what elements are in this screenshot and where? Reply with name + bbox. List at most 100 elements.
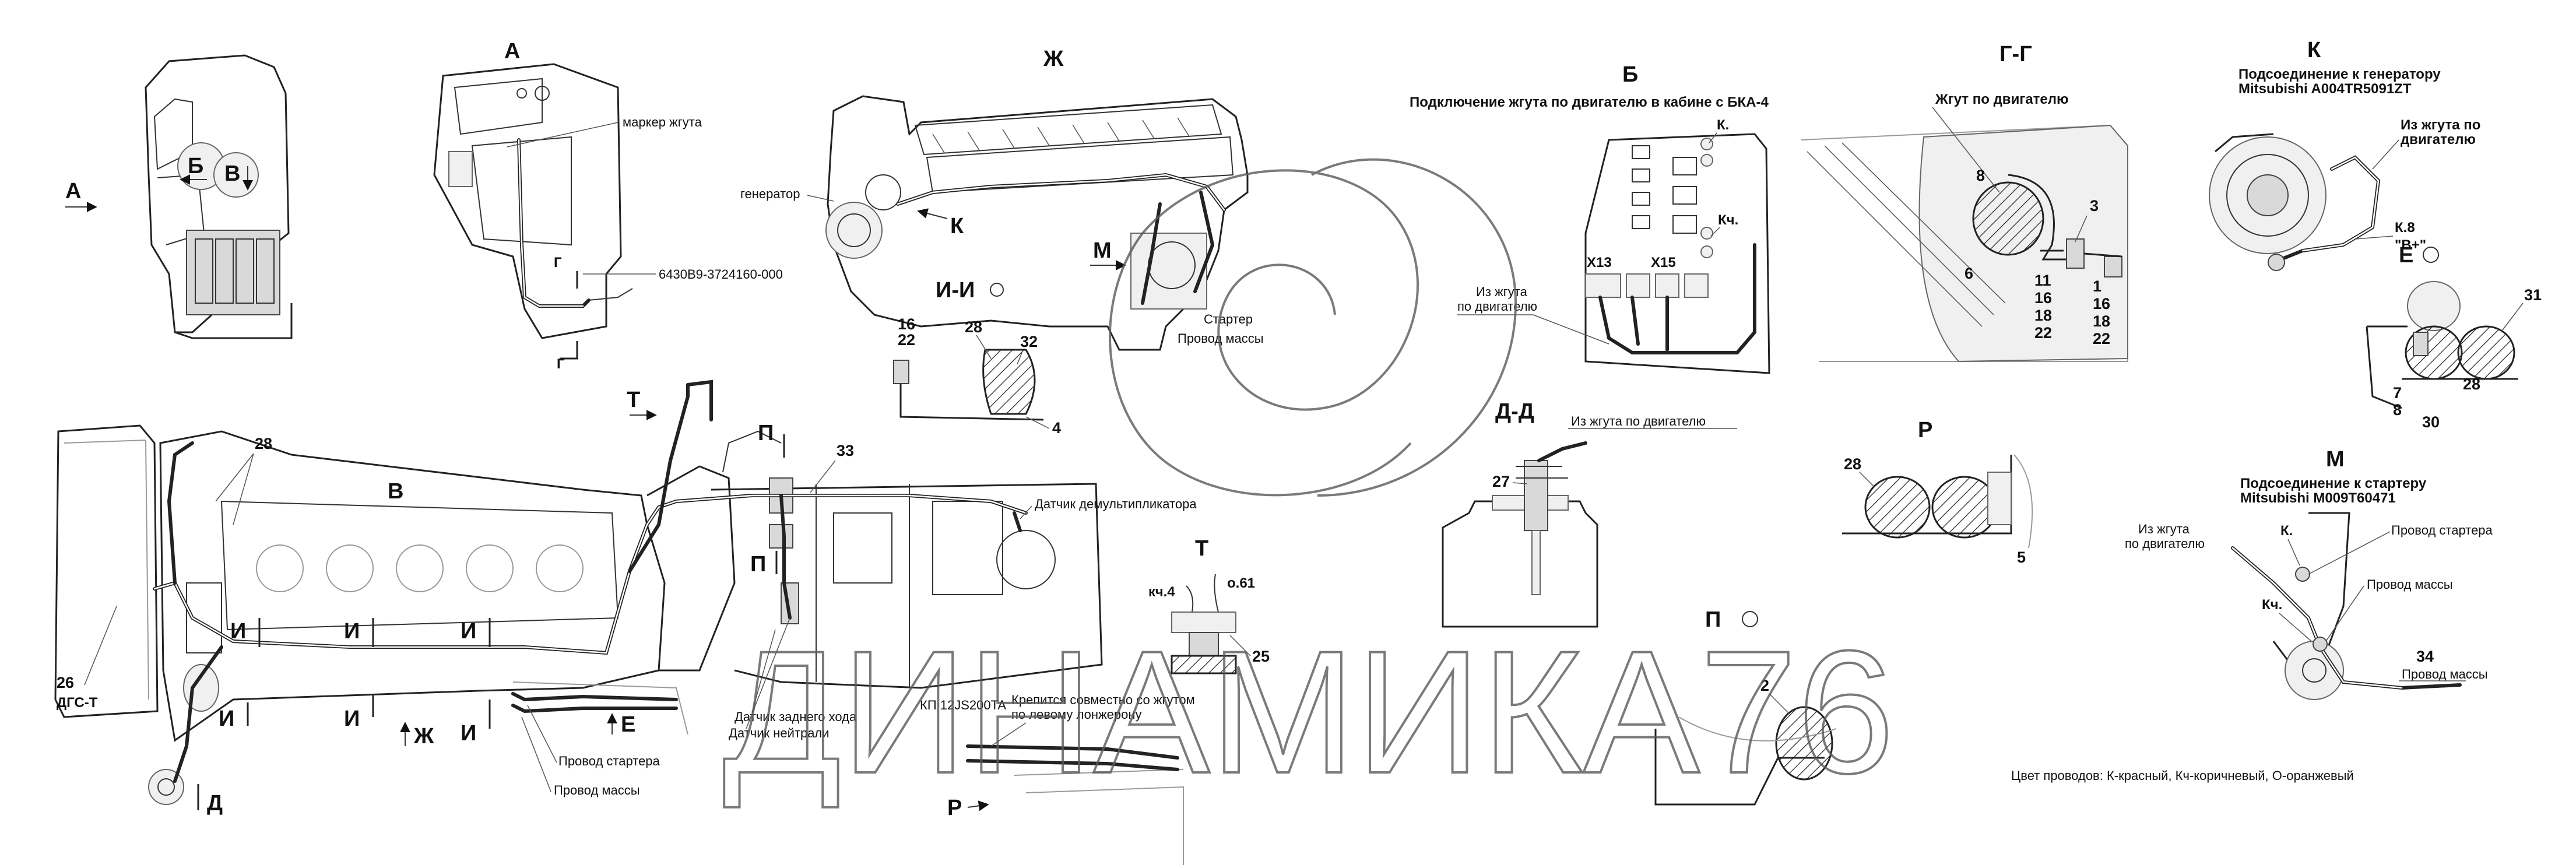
view-t-sensor: Т кч.4 о.61 25 <box>1148 536 1270 674</box>
gg-item-16a: 16 <box>2034 289 2052 307</box>
marker-i-1: И <box>230 619 246 644</box>
view-e-title: Е <box>2399 243 2413 268</box>
part-number-label: 6430B9-3724160-000 <box>659 267 783 282</box>
view-m-starter: М Подсоединение к стартеру Mitsubishi M0… <box>2125 447 2493 700</box>
section-gg: Г-Г Жгут по двигателю 8 6 3 11 16 18 22 … <box>1801 42 2128 363</box>
view-a: А маркер жгута 6430B9-3724160-000 Г Г <box>433 39 783 372</box>
section-g-marker-bottom: Г <box>557 356 565 372</box>
r-item-28: 28 <box>1844 455 1861 473</box>
m-item-34: 34 <box>2416 648 2434 665</box>
marker-m-letter: М <box>1093 238 1112 263</box>
gg-item-18a: 18 <box>2034 307 2052 324</box>
section-ii: И-И 16 22 28 32 4 <box>893 278 1061 437</box>
watermark: ДИНАМИКА76 <box>722 158 1896 811</box>
section-r-title: Р <box>1918 418 1932 442</box>
view-p: П 2 <box>1654 607 1837 806</box>
fixed-together-line1: Крепится совместно со жгутом <box>1011 693 1195 707</box>
m-k-wire-label: К. <box>2280 523 2293 539</box>
marker-i-2: И <box>344 619 360 644</box>
gg-item-22b: 22 <box>2093 330 2110 347</box>
marker-e-arrow-label: Е <box>621 712 635 737</box>
gg-item-3: 3 <box>2090 197 2099 215</box>
marker-p-top-label: П <box>758 421 774 445</box>
view-t-title: Т <box>1195 536 1208 561</box>
p-item-2: 2 <box>1760 677 1769 694</box>
section-g-marker-top: Г <box>554 255 562 270</box>
gen-connection-line1: Подсоединение к генератору <box>2238 66 2441 82</box>
ii-item-16: 16 <box>898 315 915 333</box>
watermark-text: ДИНАМИКА76 <box>723 614 1895 810</box>
gg-item-18b: 18 <box>2093 312 2110 330</box>
view-v-title: В <box>388 479 403 504</box>
marker-r-label: Р <box>947 796 962 820</box>
view-p-title: П <box>1705 607 1721 632</box>
k8-terminal-line1: К.8 <box>2395 220 2415 236</box>
b-kch-wire-label: Кч. <box>1718 212 1738 228</box>
marker-v-letter: В <box>224 161 240 186</box>
m-from-harness-line2: по двигателю <box>2125 536 2205 551</box>
e-item-8: 8 <box>2393 401 2402 419</box>
m-starter-wire-label: Провод стартера <box>2391 523 2493 537</box>
e-item-30: 30 <box>2422 413 2440 431</box>
b-from-harness-line1: Из жгута <box>1476 284 1528 299</box>
gearbox-label: КП 12JS200TA <box>920 698 1006 712</box>
m-ground-wire-label-34: Провод массы <box>2402 667 2488 681</box>
k-from-harness-line2: двигателю <box>2401 132 2476 147</box>
gg-item-6: 6 <box>1964 265 1973 282</box>
m-kch-wire-label: Кч. <box>2262 597 2282 613</box>
view-e: Е 31 7 8 30 28 <box>2366 243 2542 431</box>
t-kch4-label: кч.4 <box>1148 584 1175 600</box>
ii-item-28: 28 <box>965 318 982 336</box>
marker-zh-arrow-label: Ж <box>413 724 434 748</box>
gg-item-1: 1 <box>2093 277 2101 295</box>
r-item-5: 5 <box>2017 549 2026 566</box>
marker-i-3: И <box>461 619 476 644</box>
gg-engine-harness-label: Жгут по двигателю <box>1935 92 2069 107</box>
fixed-together-line2: по левому лонжерону <box>1011 707 1142 722</box>
view-v-engine-side: В <box>54 379 1197 865</box>
b-from-harness-line2: по двигателю <box>1457 299 1537 314</box>
wire-colors-legend: Цвет проводов: К-красный, Кч-коричневый,… <box>2011 768 2354 783</box>
marker-k-letter: К <box>950 214 964 238</box>
section-gg-title: Г-Г <box>1999 42 2032 66</box>
gen-connection-line2: Mitsubishi A004TR5091ZT <box>2238 81 2412 97</box>
section-r: Р 28 5 <box>1842 418 2033 566</box>
marker-p-bottom-label: П <box>750 552 766 577</box>
ii-item-22: 22 <box>898 331 915 349</box>
marker-i-6: И <box>461 721 476 746</box>
dd-item-27: 27 <box>1492 473 1510 490</box>
gg-item-22a: 22 <box>2034 324 2052 342</box>
ii-item-32: 32 <box>1020 333 1038 350</box>
reverse-sensor-label: Датчик заднего хода <box>735 709 857 724</box>
dd-from-harness-label: Из жгута по двигателю <box>1571 414 1706 428</box>
gg-item-8: 8 <box>1976 167 1985 184</box>
view-zh-title: Ж <box>1043 47 1064 71</box>
e-item-7: 7 <box>2393 384 2402 402</box>
marker-d-label: Д <box>207 791 223 816</box>
k8-terminal-line2: "B+" <box>2395 237 2426 253</box>
e-item-28: 28 <box>2463 375 2480 393</box>
connector-x13-label: X13 <box>1587 255 1612 270</box>
connector-x15-label: X15 <box>1651 255 1676 270</box>
view-k-generator: К Подсоединение к генератору Mitsubishi … <box>2209 38 2480 271</box>
generator-label: генератор <box>740 187 800 201</box>
truck-overview-view: А Б В <box>65 54 293 339</box>
ii-item-4: 4 <box>1052 419 1061 437</box>
m-from-harness-line1: Из жгута <box>2138 522 2190 536</box>
gg-item-11: 11 <box>2034 272 2051 289</box>
view-b-cab: Б Подключение жгута по двигателю в кабин… <box>1410 62 1770 374</box>
marker-t-label: Т <box>627 388 640 412</box>
v-ground-wire-label: Провод массы <box>554 783 640 797</box>
view-k-title: К <box>2307 38 2321 62</box>
t-o61-label: о.61 <box>1227 575 1255 591</box>
section-dd-title: Д-Д <box>1495 399 1534 424</box>
view-zh-engine: Ж генератор К М Стартер Провод массы <box>740 47 1264 351</box>
bka-connection-title: Подключение жгута по двигателю в кабине … <box>1410 94 1769 110</box>
section-ii-title: И-И <box>936 278 975 303</box>
v-item-33: 33 <box>837 442 854 459</box>
marker-i-4: И <box>219 707 234 731</box>
b-k-wire-label: К. <box>1717 117 1729 133</box>
view-m-title: М <box>2326 447 2345 472</box>
